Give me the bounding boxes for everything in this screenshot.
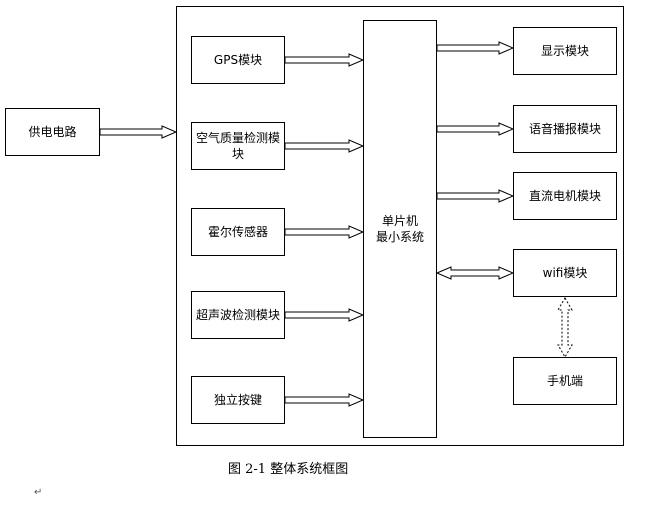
phone-label: 手机端 bbox=[546, 374, 583, 388]
arrow-gps-to-mcu bbox=[284, 53, 365, 67]
independent-key-label: 独立按键 bbox=[213, 393, 262, 407]
air-quality-module-label: 空气质量检测模块 bbox=[196, 131, 281, 161]
display-module-block: 显示模块 bbox=[513, 27, 617, 75]
phone-block: 手机端 bbox=[513, 357, 617, 405]
arrow-mcu-to-display bbox=[436, 41, 515, 55]
arrow-mcu-to-motor bbox=[436, 189, 515, 203]
display-module-label: 显示模块 bbox=[540, 44, 589, 58]
arrow-mcu-wifi-bidirectional bbox=[435, 266, 515, 280]
arrow-air-to-mcu bbox=[284, 139, 365, 153]
dc-motor-module-label: 直流电机模块 bbox=[528, 189, 601, 203]
mcu-block: 单片机 最小系统 bbox=[363, 20, 437, 438]
hall-sensor-label: 霍尔传感器 bbox=[207, 225, 268, 239]
figure-caption: 图 2-1 整体系统框图 bbox=[228, 462, 349, 477]
arrow-mcu-to-voice bbox=[436, 122, 515, 136]
paragraph-mark: ↵ bbox=[34, 487, 43, 498]
independent-key-block: 独立按键 bbox=[191, 376, 285, 424]
wifi-module-label: wifi模块 bbox=[542, 266, 588, 280]
dc-motor-module-block: 直流电机模块 bbox=[513, 172, 617, 220]
arrow-key-to-mcu bbox=[284, 393, 365, 407]
air-quality-module-block: 空气质量检测模块 bbox=[191, 122, 285, 170]
gps-module-block: GPS模块 bbox=[191, 36, 285, 84]
system-boundary-frame bbox=[176, 6, 624, 446]
mcu-label-line1: 单片机 bbox=[381, 214, 418, 228]
power-supply-label: 供电电路 bbox=[28, 125, 77, 139]
mcu-label-line2: 最小系统 bbox=[375, 230, 424, 244]
wifi-module-block: wifi模块 bbox=[513, 249, 617, 297]
power-supply-block: 供电电路 bbox=[5, 108, 100, 156]
ultrasonic-module-label: 超声波检测模块 bbox=[195, 308, 280, 322]
arrow-power-to-system bbox=[99, 125, 178, 139]
arrow-wifi-phone-bidirectional bbox=[557, 297, 573, 358]
arrow-ultrasonic-to-mcu bbox=[284, 308, 365, 322]
arrow-hall-to-mcu bbox=[284, 225, 365, 239]
gps-module-label: GPS模块 bbox=[213, 53, 263, 67]
voice-module-label: 语音播报模块 bbox=[528, 122, 601, 136]
voice-module-block: 语音播报模块 bbox=[513, 105, 617, 153]
